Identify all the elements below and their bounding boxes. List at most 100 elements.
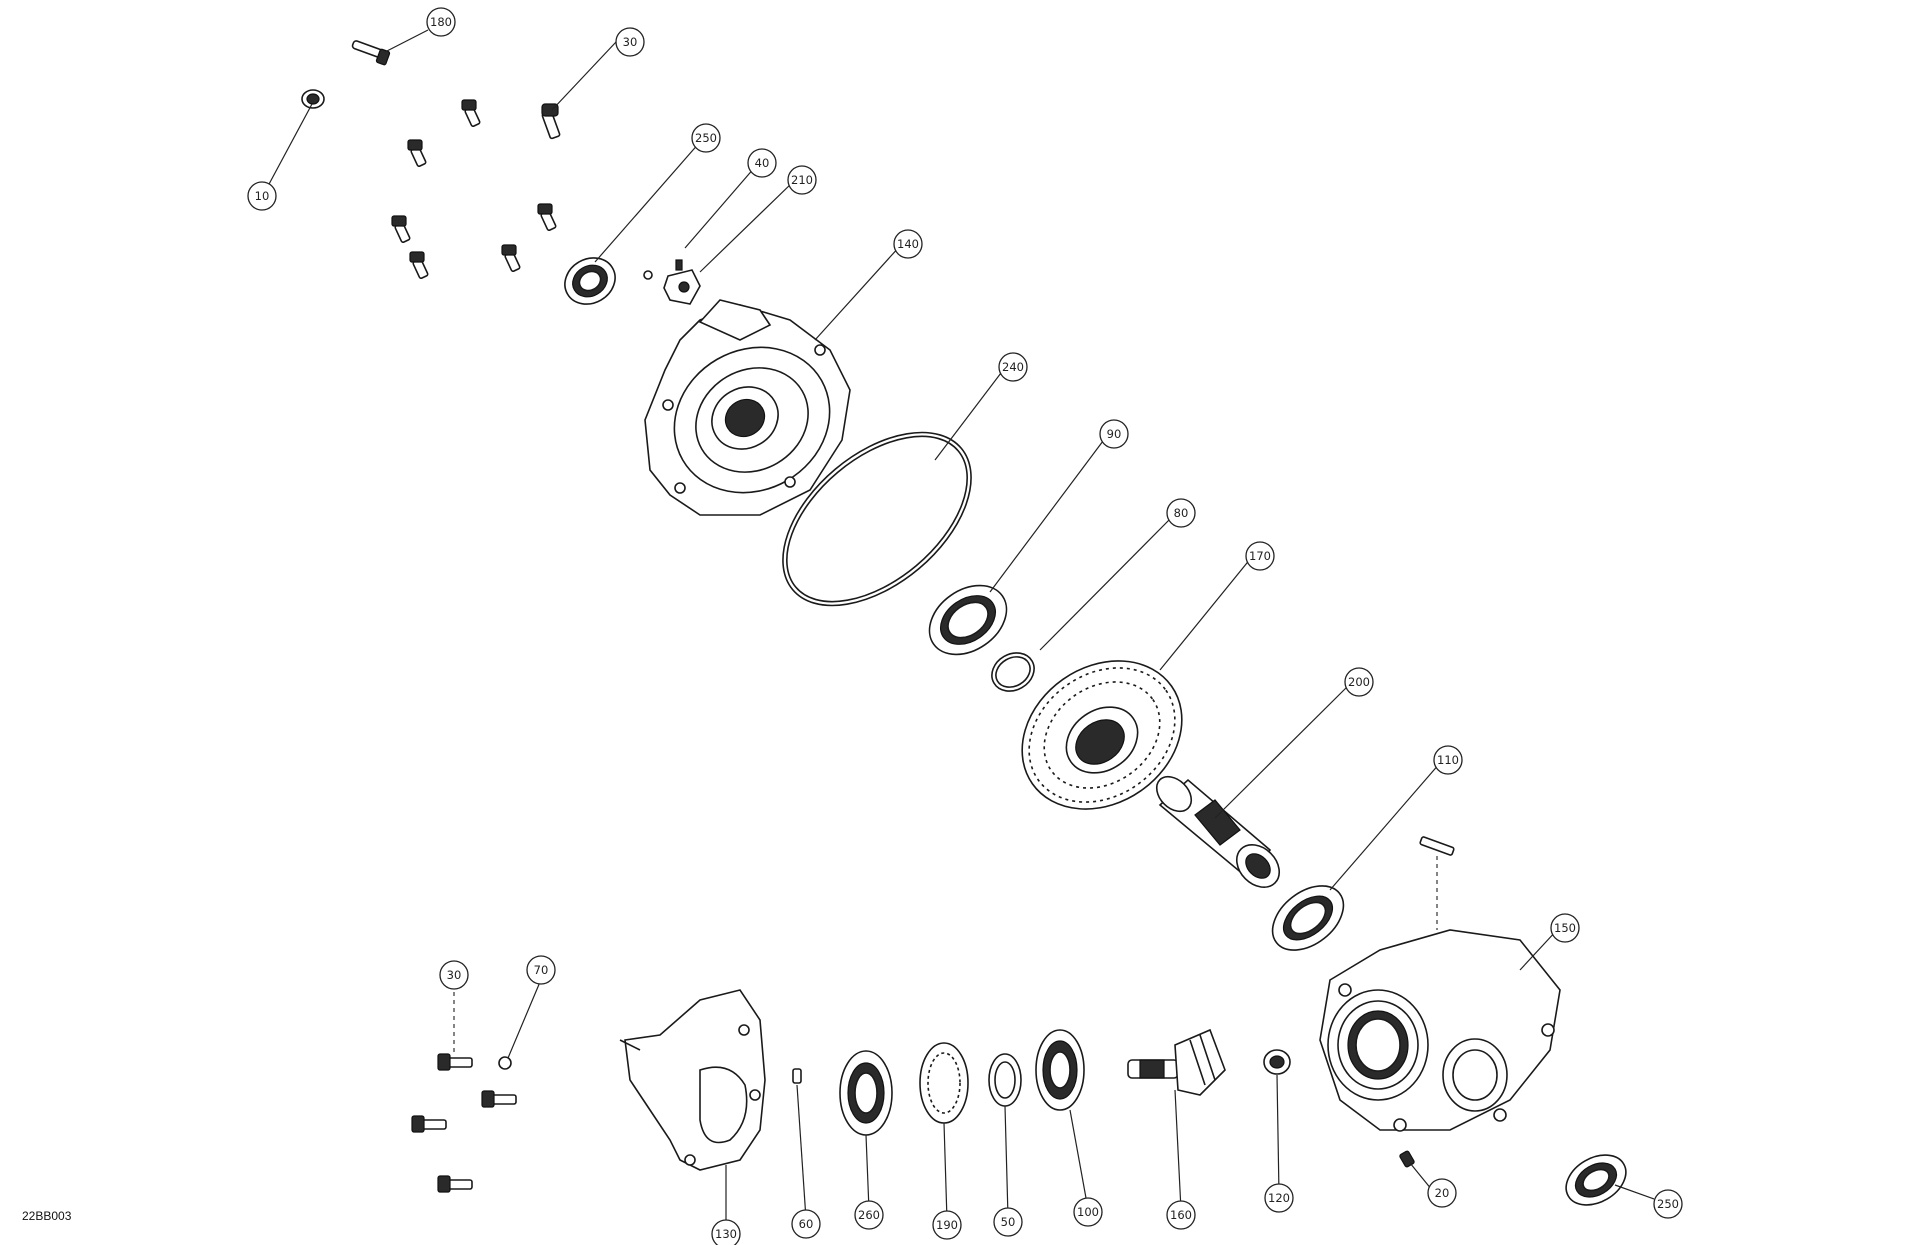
callout-label: 200: [1348, 675, 1370, 689]
callout-circle: [247, 181, 277, 211]
callout-150: 150: [1550, 913, 1580, 943]
nut-10: [301, 89, 325, 109]
roller-190: [919, 1042, 969, 1124]
shim-80: [991, 652, 1035, 692]
ring-gear-170: [1021, 660, 1183, 810]
callout-circle: [615, 27, 645, 57]
callout-180: 180: [426, 7, 456, 37]
breather-pin: [1419, 836, 1455, 930]
callout-label: 250: [1657, 1197, 1679, 1211]
callout-circle: [1427, 1178, 1457, 1208]
callout-label: 180: [430, 15, 452, 29]
callout-10: 10: [247, 181, 277, 211]
callout-circle: [787, 165, 817, 195]
callout-label: 60: [799, 1217, 814, 1231]
callout-140: 140: [893, 229, 923, 259]
bearing-90: [928, 584, 1008, 656]
callout-250: 250: [1653, 1189, 1683, 1219]
callout-circle: [1264, 1183, 1294, 1213]
differential-200: [1155, 775, 1281, 889]
callout-label: 210: [791, 173, 813, 187]
callout-label: 30: [623, 35, 638, 49]
callout-label: 70: [534, 963, 549, 977]
callout-circle: [526, 955, 556, 985]
callout-label: 120: [1268, 1191, 1290, 1205]
callout-circle: [993, 1207, 1023, 1237]
callout-circle: [426, 7, 456, 37]
callout-label: 260: [858, 1208, 880, 1222]
callout-label: 30: [447, 968, 462, 982]
callout-210: 210: [787, 165, 817, 195]
callout-190: 190: [932, 1210, 962, 1240]
callout-circle: [998, 352, 1028, 382]
callout-label: 20: [1435, 1186, 1450, 1200]
bearing-260: [839, 1050, 893, 1136]
callout-circle: [711, 1219, 741, 1245]
callout-130: 130: [711, 1219, 741, 1245]
bolt-group-upper: [391, 99, 557, 279]
callout-260: 260: [854, 1200, 884, 1230]
callout-40: 40: [747, 148, 777, 178]
callout-70: 70: [526, 955, 556, 985]
diagram-id: 22BB003: [22, 1209, 72, 1223]
seal-250-lower: [1565, 1154, 1627, 1206]
shim-50: [988, 1053, 1022, 1107]
callout-circle: [1166, 498, 1196, 528]
callout-160: 160: [1166, 1200, 1196, 1230]
seal-250-upper: [564, 257, 616, 305]
callout-30: 30: [615, 27, 645, 57]
plug-20: [1399, 1150, 1415, 1168]
leader-lines: [267, 29, 1655, 1228]
seal-110: [1271, 885, 1345, 951]
callout-circle: [893, 229, 923, 259]
o-ring-240: [782, 431, 972, 607]
callout-circle: [1245, 541, 1275, 571]
callout-label: 130: [715, 1227, 737, 1241]
bolt-180: [351, 40, 391, 66]
callout-circle: [691, 123, 721, 153]
callout-label: 50: [1001, 1215, 1016, 1229]
bearing-100: [1035, 1029, 1085, 1111]
callout-240: 240: [998, 352, 1028, 382]
cover-140: [644, 299, 851, 516]
callout-circle: [932, 1210, 962, 1240]
callout-20: 20: [1427, 1178, 1457, 1208]
callout-90: 90: [1099, 419, 1129, 449]
housing-150: [1319, 929, 1561, 1132]
callout-60: 60: [791, 1209, 821, 1239]
callout-100: 100: [1073, 1197, 1103, 1227]
callout-label: 240: [1002, 360, 1024, 374]
callout-circle: [747, 148, 777, 178]
callout-30: 30: [439, 960, 469, 990]
callout-label: 40: [755, 156, 770, 170]
callout-label: 80: [1174, 506, 1189, 520]
bolt-group-lower: [411, 1053, 517, 1193]
callout-circle: [1653, 1189, 1683, 1219]
callout-label: 170: [1249, 549, 1271, 563]
callout-circle: [1433, 745, 1463, 775]
callout-label: 10: [255, 189, 270, 203]
callout-label: 150: [1554, 921, 1576, 935]
callout-circle: [1073, 1197, 1103, 1227]
callout-circle: [1550, 913, 1580, 943]
callout-bubbles: 180 30 10 250 40 210 140 240 90 80 170 200 110 150 30 7…: [247, 7, 1683, 1245]
callout-label: 100: [1077, 1205, 1099, 1219]
callout-circle: [1344, 667, 1374, 697]
callout-50: 50: [993, 1207, 1023, 1237]
callout-circle: [791, 1209, 821, 1239]
callout-80: 80: [1166, 498, 1196, 528]
pin-60: [792, 1068, 802, 1084]
callout-label: 110: [1437, 753, 1459, 767]
bolt-30-upper: [541, 103, 561, 140]
callout-label: 140: [897, 237, 919, 251]
callout-circle: [439, 960, 469, 990]
callout-label: 160: [1170, 1208, 1192, 1222]
callout-200: 200: [1344, 667, 1374, 697]
pinion-160: [1127, 1028, 1226, 1096]
callout-170: 170: [1245, 541, 1275, 571]
callout-120: 120: [1264, 1183, 1294, 1213]
callout-circle: [1099, 419, 1129, 449]
nut-120: [1263, 1049, 1291, 1075]
sensor-210: [663, 259, 701, 305]
